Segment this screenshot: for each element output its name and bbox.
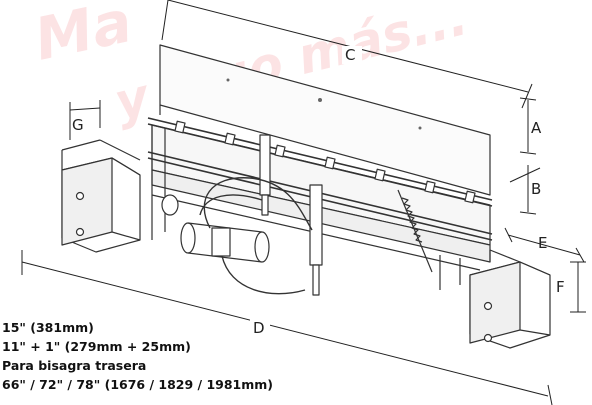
legend-line-4: 66" / 72" / 78" (1676 / 1829 / 1981mm) — [2, 377, 273, 392]
dimension-label-f: F — [556, 278, 565, 296]
dimension-label-c: C — [345, 46, 355, 64]
dimension-label-e: E — [538, 234, 547, 252]
legend-line-1: 15" (381mm) — [2, 320, 94, 335]
bumper-right — [469, 249, 551, 349]
dimension-label-d: D — [253, 319, 265, 337]
hydraulic-hoses — [199, 177, 313, 295]
dimension-legend: 15" (381mm) 11" + 1" (279mm + 25mm) Para… — [2, 318, 362, 394]
bumper-left — [61, 139, 141, 253]
lift-spring — [397, 189, 433, 273]
watermark-line-1: Ma — [29, 0, 138, 74]
hydraulic-cylinder-left — [259, 134, 271, 216]
hinge-knuckles — [174, 120, 476, 204]
hydraulic-cylinder-right — [309, 184, 323, 296]
pump-tank — [180, 222, 270, 263]
lip-plate — [159, 44, 491, 196]
legend-line-3: Para bisagra trasera — [2, 358, 147, 373]
dimension-label-b: B — [531, 180, 541, 198]
motor — [161, 194, 179, 216]
dimension-label-a: A — [531, 119, 542, 137]
legend-line-2: 11" + 1" (279mm + 25mm) — [2, 339, 191, 354]
dimension-label-g: G — [72, 116, 84, 134]
